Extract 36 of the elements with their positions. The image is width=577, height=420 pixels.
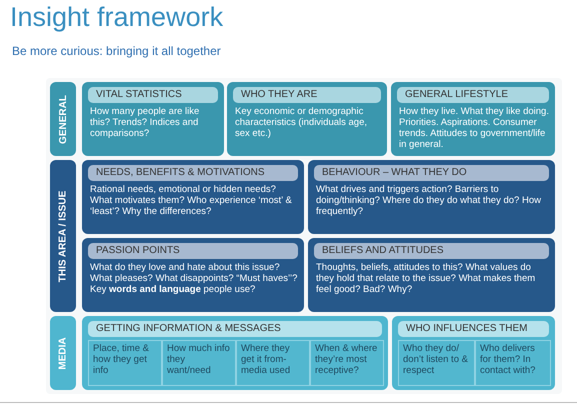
text-cell: Where they get it from- media used: [236, 340, 310, 386]
title: Insight framework: [10, 2, 224, 33]
card-text: What drives and triggers action? Barriers to doing/thinking? Where do they do what they do? How frequently?: [316, 184, 542, 217]
category-card: [308, 160, 555, 234]
row-label: MEDIA: [50, 316, 76, 390]
category-card: [308, 238, 555, 312]
card-heading: GETTING INFORMATION & MESSAGES: [88, 321, 382, 337]
text-cell: Place, time & how they get info: [88, 340, 162, 386]
text-cell: Who they do/ don’t listen to & respect: [398, 340, 475, 386]
card-heading: BEHAVIOUR – WHAT THEY DO: [314, 165, 549, 181]
card-text: Rational needs, emotional or hidden needs? What motivates them? Who experience ‘most’ & ‘least’? Why the differences?: [90, 184, 293, 217]
card-text: Key economic or demographic characteristics (individuals age, sex etc.): [235, 106, 368, 139]
card-text: How they live. What they like doing. Priorities. Aspirations. Consumer trends. Attitudes to government/life in general.: [399, 106, 550, 150]
card-heading: NEEDS, BENEFITS & MOTIVATIONS: [88, 165, 298, 181]
row-label: THIS AREA / ISSUE: [50, 160, 76, 312]
text-cell: When & where they’re most receptive?: [310, 340, 384, 386]
card-heading: VITAL STATISTICS: [88, 87, 218, 103]
card-heading: WHO INFLUENCES THEM: [398, 321, 549, 337]
category-card: [82, 82, 224, 156]
card-heading: GENERAL LIFESTYLE: [397, 87, 549, 103]
category-card: [227, 82, 387, 156]
row-label: GENERAL: [50, 82, 76, 156]
category-card: [82, 160, 304, 234]
category-card: [82, 316, 388, 390]
card-text: Thoughts, beliefs, attitudes to this? What values do they hold that relate to the issue? What makes them feel good? Bad? Why?: [316, 262, 536, 295]
card-heading: WHO THEY ARE: [233, 87, 381, 103]
category-card: [82, 238, 304, 312]
category-card: [392, 316, 555, 390]
text-cell: How much info they want/need: [162, 340, 236, 386]
card-text: What do they love and hate about this issue? What pleases? What disappoints? “Must haves’’? Key words and language people use?: [90, 262, 298, 295]
category-card: [391, 82, 555, 156]
card-text: How many people are like this? Trends? Indices and comparisons?: [90, 106, 200, 139]
text-cell: Who delivers for them? In contact with?: [475, 340, 551, 386]
subtitle: Be more curious: bringing it all together: [12, 44, 221, 58]
card-heading: BELIEFS AND ATTITUDES: [314, 243, 549, 259]
card-heading: PASSION POINTS: [88, 243, 298, 259]
